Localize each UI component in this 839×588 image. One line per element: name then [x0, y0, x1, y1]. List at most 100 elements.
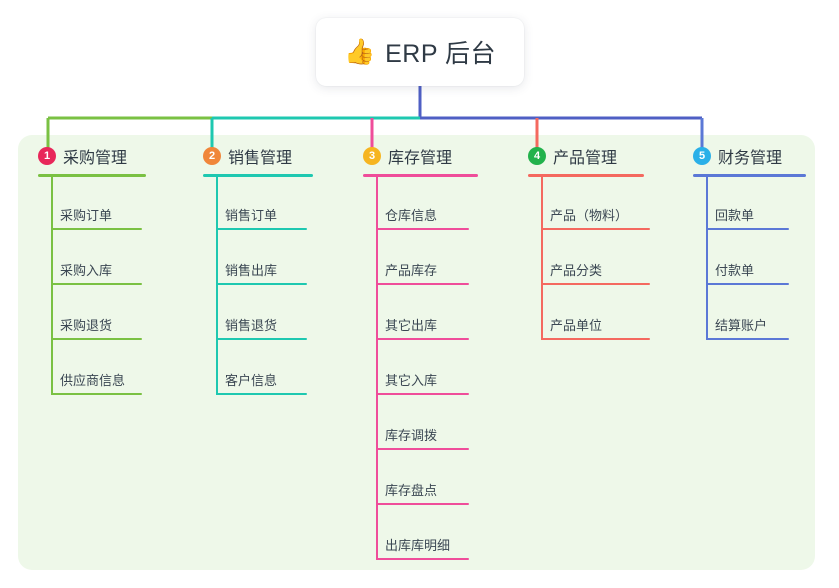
item-label: 出库库明细	[385, 538, 451, 553]
item-label: 其它入库	[385, 373, 438, 388]
item-underline	[217, 283, 307, 285]
column-title-5: 财务管理	[718, 150, 783, 167]
item-label: 采购入库	[60, 263, 113, 278]
column-title-1: 采购管理	[63, 150, 128, 167]
list-item[interactable]: 采购退货	[38, 287, 146, 342]
column-4: 4 产品管理产品（物料） 产品分类产品单位	[528, 144, 650, 342]
column-5: 5 财务管理回款单付款单结算账户	[693, 144, 806, 342]
item-label: 库存盘点	[385, 483, 438, 498]
column-items-2: 销售订单销售出库销售退货客户信息	[203, 177, 313, 397]
column-spine-1	[51, 177, 53, 395]
column-items-4: 产品（物料） 产品分类产品单位	[528, 177, 650, 342]
list-item[interactable]: 仓库信息	[363, 177, 478, 232]
list-item[interactable]: 出库库明细	[363, 507, 478, 562]
list-item[interactable]: 其它出库	[363, 287, 478, 342]
item-label: 仓库信息	[385, 208, 438, 223]
item-label: 回款单	[715, 208, 755, 223]
list-item[interactable]: 销售出库	[203, 232, 313, 287]
list-item[interactable]: 库存调拨	[363, 397, 478, 452]
item-underline	[377, 448, 469, 450]
column-underline-1	[38, 174, 146, 177]
column-2: 2 销售管理销售订单销售出库销售退货客户信息	[203, 144, 313, 397]
item-underline	[377, 228, 469, 230]
item-underline	[217, 393, 307, 395]
column-spine-5	[706, 177, 708, 340]
item-underline	[52, 393, 142, 395]
list-item[interactable]: 库存盘点	[363, 452, 478, 507]
column-badge-2: 2	[203, 147, 221, 165]
list-item[interactable]: 回款单	[693, 177, 806, 232]
item-underline	[377, 503, 469, 505]
list-item[interactable]: 客户信息	[203, 342, 313, 397]
column-spine-3	[376, 177, 378, 560]
column-header-4[interactable]: 4 产品管理	[528, 144, 644, 168]
column-underline-5	[693, 174, 806, 177]
list-item[interactable]: 销售退货	[203, 287, 313, 342]
list-item[interactable]: 产品（物料）	[528, 177, 650, 232]
column-1: 1 采购管理采购订单采购入库采购退货供应商信息	[38, 144, 146, 397]
column-header-3[interactable]: 3 库存管理	[363, 144, 478, 168]
item-underline	[377, 338, 469, 340]
column-underline-3	[363, 174, 478, 177]
column-badge-4: 4	[528, 147, 546, 165]
item-underline	[377, 393, 469, 395]
list-item[interactable]: 供应商信息	[38, 342, 146, 397]
item-label: 产品分类	[550, 263, 603, 278]
column-3: 3 库存管理仓库信息产品库存其它出库其它入库库存调拨库存盘点出库库明细	[363, 144, 478, 562]
column-title-2: 销售管理	[228, 150, 293, 167]
list-item[interactable]: 产品库存	[363, 232, 478, 287]
item-label: 供应商信息	[60, 373, 126, 388]
item-label: 销售订单	[225, 208, 278, 223]
item-label: 产品（物料）	[550, 208, 629, 223]
thumbs-up-icon: 👍	[343, 37, 376, 66]
column-spine-2	[216, 177, 218, 395]
list-item[interactable]: 采购入库	[38, 232, 146, 287]
column-title-4: 产品管理	[553, 150, 618, 167]
item-underline	[707, 338, 789, 340]
item-underline	[217, 338, 307, 340]
column-items-1: 采购订单采购入库采购退货供应商信息	[38, 177, 146, 397]
list-item[interactable]: 产品单位	[528, 287, 650, 342]
diagram-panel	[18, 135, 815, 570]
column-title-3: 库存管理	[388, 150, 453, 167]
item-underline	[542, 228, 650, 230]
list-item[interactable]: 其它入库	[363, 342, 478, 397]
root-title: ERP 后台	[385, 40, 497, 68]
column-header-2[interactable]: 2 销售管理	[203, 144, 313, 168]
item-underline	[52, 283, 142, 285]
column-badge-1: 1	[38, 147, 56, 165]
item-label: 其它出库	[385, 318, 438, 333]
item-underline	[52, 228, 142, 230]
item-underline	[707, 228, 789, 230]
item-underline	[542, 338, 650, 340]
item-underline	[377, 558, 469, 560]
column-items-3: 仓库信息产品库存其它出库其它入库库存调拨库存盘点出库库明细	[363, 177, 478, 562]
item-label: 产品单位	[550, 318, 603, 333]
item-label: 产品库存	[385, 263, 438, 278]
item-underline	[542, 283, 650, 285]
list-item[interactable]: 付款单	[693, 232, 806, 287]
item-label: 库存调拨	[385, 428, 438, 443]
list-item[interactable]: 产品分类	[528, 232, 650, 287]
column-header-1[interactable]: 1 采购管理	[38, 144, 146, 168]
column-underline-4	[528, 174, 644, 177]
item-label: 销售出库	[225, 263, 278, 278]
item-underline	[377, 283, 469, 285]
list-item[interactable]: 采购订单	[38, 177, 146, 232]
column-items-5: 回款单付款单结算账户	[693, 177, 806, 342]
list-item[interactable]: 结算账户	[693, 287, 806, 342]
item-label: 采购退货	[60, 318, 113, 333]
item-label: 结算账户	[715, 318, 768, 333]
column-header-5[interactable]: 5 财务管理	[693, 144, 806, 168]
root-node[interactable]: 👍 ERP 后台	[316, 18, 524, 86]
item-label: 销售退货	[225, 318, 278, 333]
column-badge-3: 3	[363, 147, 381, 165]
list-item[interactable]: 销售订单	[203, 177, 313, 232]
item-underline	[707, 283, 789, 285]
item-label: 付款单	[715, 263, 755, 278]
column-underline-2	[203, 174, 313, 177]
column-badge-5: 5	[693, 147, 711, 165]
item-underline	[52, 338, 142, 340]
item-label: 客户信息	[225, 373, 278, 388]
